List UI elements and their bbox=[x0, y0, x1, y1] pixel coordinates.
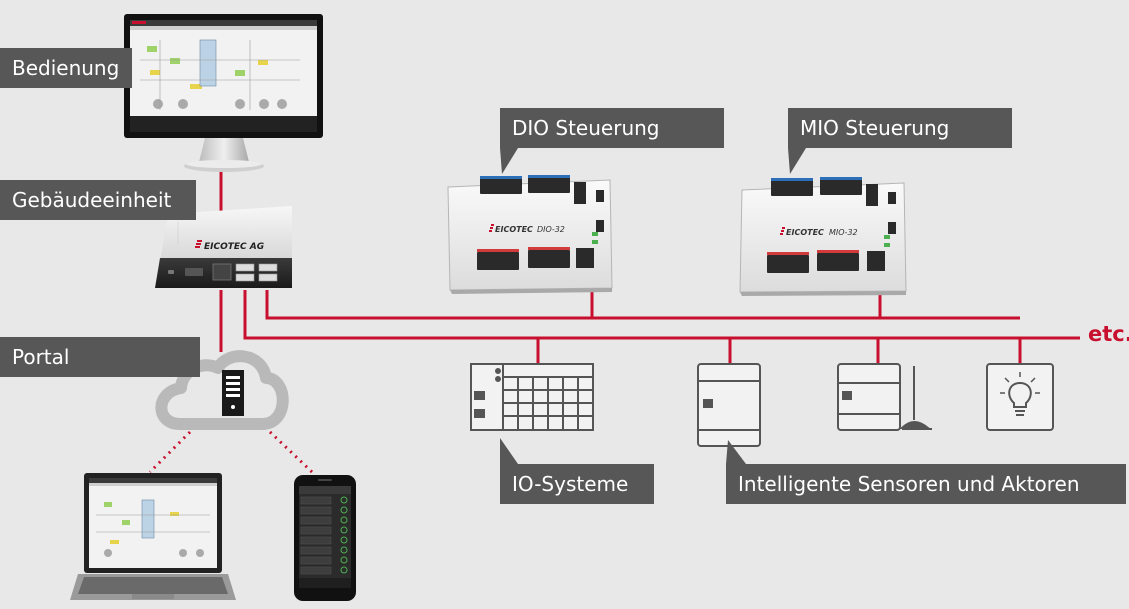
dio-controller-illustration: EICOTEC DIO-32 bbox=[447, 175, 613, 294]
mio-brand-text: EICOTEC bbox=[786, 228, 824, 237]
smartphone-illustration bbox=[294, 475, 356, 601]
mio-model-text: MIO-32 bbox=[829, 228, 858, 237]
label-bedienung: Bedienung bbox=[0, 48, 132, 88]
sensor-icon bbox=[697, 363, 761, 447]
label-portal: Portal bbox=[0, 337, 200, 377]
label-mio-steuerung: MIO Steuerung bbox=[788, 108, 1012, 148]
device-brand-text: EICOTEC AG bbox=[204, 242, 264, 252]
dio-model-text: DIO-32 bbox=[537, 225, 565, 234]
monitor-illustration bbox=[124, 14, 323, 172]
label-intelligente-sensoren: Intelligente Sensoren und Aktoren bbox=[726, 464, 1126, 504]
label-gebaeudeeinheit: Gebäudeeinheit bbox=[0, 180, 196, 220]
label-dio-steuerung: DIO Steuerung bbox=[500, 108, 724, 148]
io-systeme-icon bbox=[470, 363, 594, 431]
etc-label: etc. bbox=[1088, 322, 1129, 346]
light-bulb-icon bbox=[986, 363, 1054, 431]
cloud-server-icon bbox=[155, 350, 289, 430]
wireless-links bbox=[148, 430, 314, 474]
dio-brand-text: EICOTEC bbox=[495, 225, 533, 234]
mio-controller-illustration: EICOTEC MIO-32 bbox=[739, 177, 907, 296]
laptop-illustration bbox=[70, 473, 236, 600]
actuator-antenna-icon bbox=[837, 363, 932, 431]
gateway-device-illustration: EICOTEC AG bbox=[155, 206, 292, 288]
callout-pointers bbox=[500, 148, 806, 464]
label-io-systeme: IO-Systeme bbox=[500, 464, 654, 504]
connection-lines bbox=[219, 170, 1080, 364]
